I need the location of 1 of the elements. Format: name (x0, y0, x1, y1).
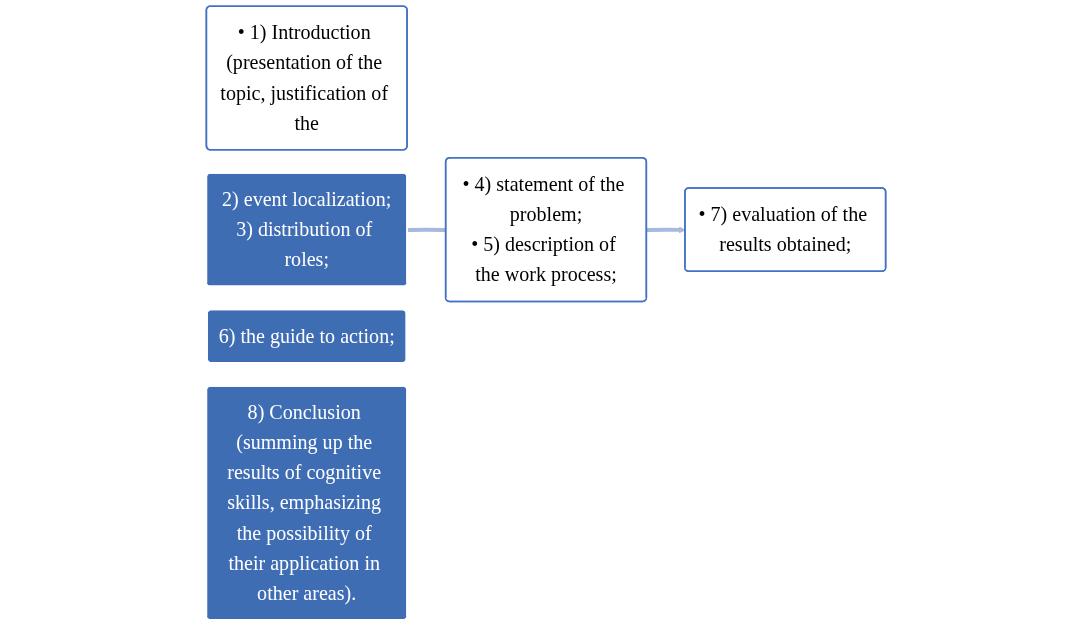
connector (406, 227, 446, 232)
